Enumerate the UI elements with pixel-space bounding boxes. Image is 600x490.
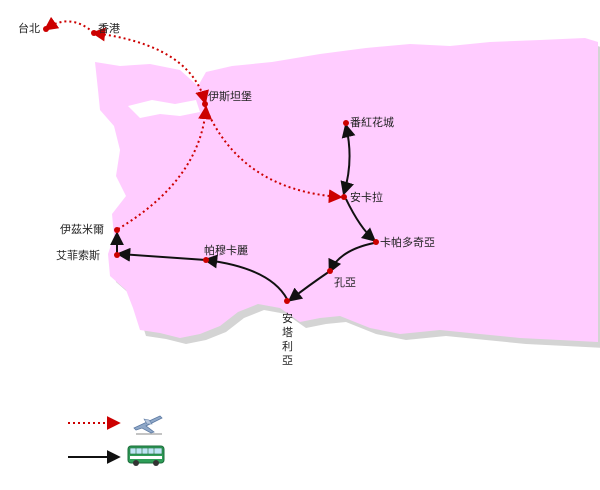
city-label-istanbul: 伊斯坦堡 xyxy=(208,89,252,103)
bus-icon xyxy=(127,445,165,466)
city-dot-ankara xyxy=(341,194,347,200)
bus-route-ankara-safranbolu xyxy=(340,123,356,196)
city-label-taipei: 台北 xyxy=(18,21,40,35)
city-dot-ephesus xyxy=(114,252,120,258)
bus-route-cappadocia-konya xyxy=(328,242,375,274)
city-label-izmir: 伊茲米爾 xyxy=(60,223,104,236)
flight-route-izmir-istanbul xyxy=(117,105,213,230)
city-label-antalya-1: 安 xyxy=(282,311,293,325)
city-label-antalya-4: 亞 xyxy=(282,354,293,367)
city-label-antalya-3: 利 xyxy=(282,340,293,353)
city-dot-konya xyxy=(327,268,333,274)
flight-route-taipei-hongkong xyxy=(43,16,95,34)
city-dot-hongkong xyxy=(91,30,97,36)
airplane-icon xyxy=(133,415,163,435)
city-label-hongkong: 香港 xyxy=(98,22,120,35)
bus-route-konya-antalya xyxy=(287,270,331,302)
land xyxy=(95,38,598,342)
city-label-antalya-2: 塔 xyxy=(282,326,293,339)
bus-route-ankara-cappadocia xyxy=(345,198,377,242)
city-label-safranbolu: 番紅花城 xyxy=(350,116,394,129)
flight-route-istanbul-ankara xyxy=(204,105,343,204)
bus-route-antalya-pamukkale xyxy=(203,254,288,300)
city-dot-cappadocia xyxy=(373,239,379,245)
city-dot-istanbul xyxy=(202,101,208,107)
bus-route-pamukkale-ephesus xyxy=(116,247,207,262)
city-dots xyxy=(43,26,379,304)
city-label-cappadocia: 卡帕多奇亞 xyxy=(380,235,435,249)
city-dot-izmir xyxy=(114,227,120,233)
legend xyxy=(68,415,165,466)
city-label-ephesus: 艾菲索斯 xyxy=(56,248,100,262)
city-dot-antalya xyxy=(284,298,290,304)
city-label-pamukkale: 帕穆卡麗 xyxy=(204,243,248,257)
city-label-ankara: 安卡拉 xyxy=(350,190,383,204)
city-dot-pamukkale xyxy=(203,257,209,263)
city-dot-taipei xyxy=(43,26,49,32)
city-label-konya: 孔亞 xyxy=(334,276,356,289)
city-dot-safranbolu xyxy=(343,120,349,126)
flight-route-hongkong-istanbul xyxy=(91,27,209,105)
